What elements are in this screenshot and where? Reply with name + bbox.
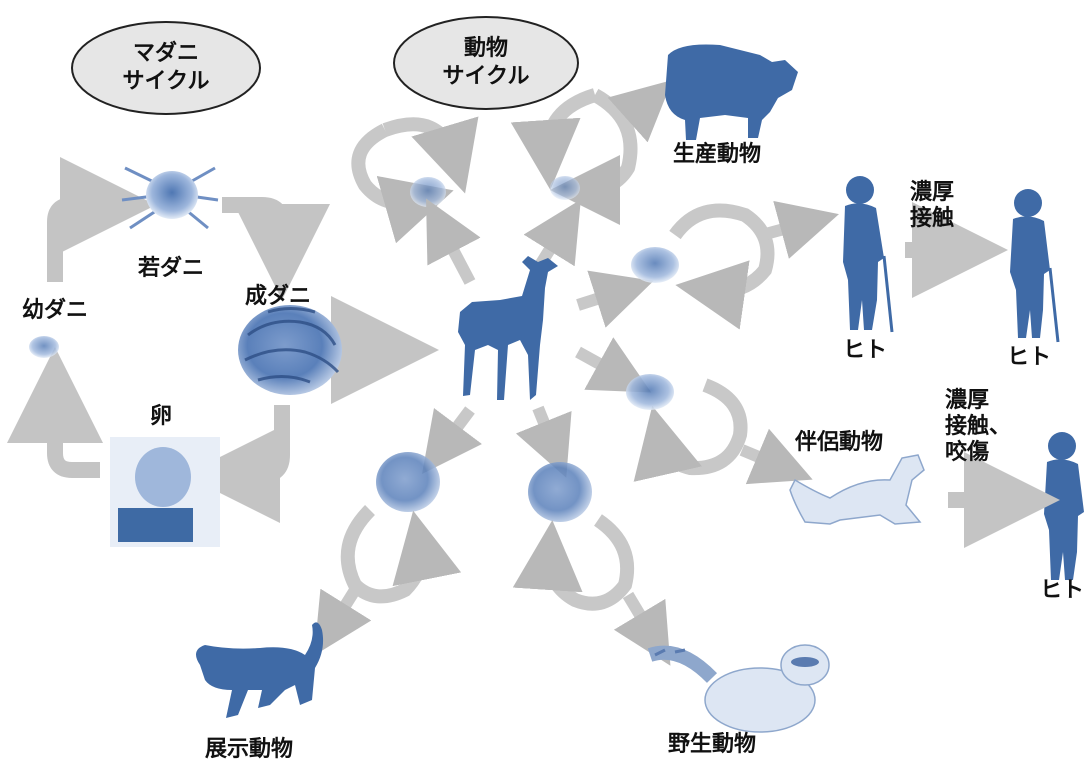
human1-label: ヒト [843,338,888,363]
close-contact-line2: 接触 [910,206,955,231]
zoo-label: 展示動物 [205,737,294,762]
arrow-to-wild [613,591,671,666]
engorged-tick-br-icon [528,462,592,522]
arrow-cycle-top-right-2 [550,88,638,225]
arrow-to-human1 [760,200,839,259]
raccoon-icon [647,644,830,733]
animal-cycle-oval [393,16,579,110]
tick-top-right-icon [550,176,580,200]
arrow-deer-to-tick-tl [426,198,481,285]
arrow-egg-to-larva [7,347,103,478]
animal-cycle-line1: 動物 [463,36,508,61]
arrow-cycle-lower-right [633,378,748,482]
animal-cycle-line2: サイクル [442,64,530,89]
human2-label: ヒト [1007,345,1052,370]
human2-icon [1010,189,1060,343]
arrow-to-livestock [607,80,673,143]
human3-icon [1044,432,1084,580]
nymph-label: 若ダニ [138,256,205,281]
human1-icon [843,176,894,333]
arrow-cycle-top-right [510,88,598,190]
tick-cycle-title: マダニ サイクル [66,40,266,96]
arrow-cycle-right [669,203,775,330]
arrow-larva-to-nymph [47,157,156,282]
companion-label: 伴侶動物 [795,430,884,455]
close-contact-line1: 濃厚 [910,180,955,205]
engorged-tick-bl-icon [376,452,440,512]
arrow-to-zoo [314,586,372,656]
nymph-tick-icon [121,166,219,230]
arrow-cycle-top-left-2 [382,116,479,194]
arrow-adult-to-egg [184,405,290,523]
tick-cycle-line1: マダニ [132,41,199,66]
cheetah-icon [196,622,324,718]
tick-cycle-line2: サイクル [122,69,210,94]
tick-top-left-icon [410,177,446,207]
egg-mass-icon [110,437,220,547]
arrow-deer-to-tick-lower-right [575,337,652,393]
close-contact-label: 濃厚 接触 [910,180,954,232]
tick-lower-right-icon [626,374,674,410]
egg-label: 卵 [150,404,173,429]
cow-icon [665,44,798,140]
arrow-cycle-bottom-left [340,505,462,604]
arrow-deer-to-tick-bl [422,406,482,474]
animal-cycle-title: 動物 サイクル [386,35,586,91]
larva-label: 幼ダニ [22,298,89,323]
tick-cycle-oval [71,21,261,115]
contact-bite-label: 濃厚 接触、 咬傷 [945,388,1011,466]
larva-tick-icon [29,336,59,358]
arrow-to-companion [739,428,813,485]
contact-bite-line1: 濃厚 [945,388,990,413]
livestock-label: 生産動物 [673,142,762,167]
arrow-nymph-to-adult [222,197,330,300]
arrow-deer-to-tick-br [515,405,572,478]
adult-label: 成ダニ [245,284,312,309]
wild-label: 野生動物 [668,732,757,757]
adult-tick-icon [238,305,342,395]
arrow-cycle-bottom-right [512,514,635,611]
tick-right-icon [631,247,679,283]
contact-bite-line3: 咬傷 [945,440,990,465]
human3-label: ヒト [1040,578,1084,603]
dog-icon [789,454,925,525]
arrow-deer-to-tick-right [576,270,654,328]
contact-bite-line2: 接触、 [945,414,1012,439]
arrow-cycle-top-left [351,123,454,244]
deer-icon [458,256,558,400]
